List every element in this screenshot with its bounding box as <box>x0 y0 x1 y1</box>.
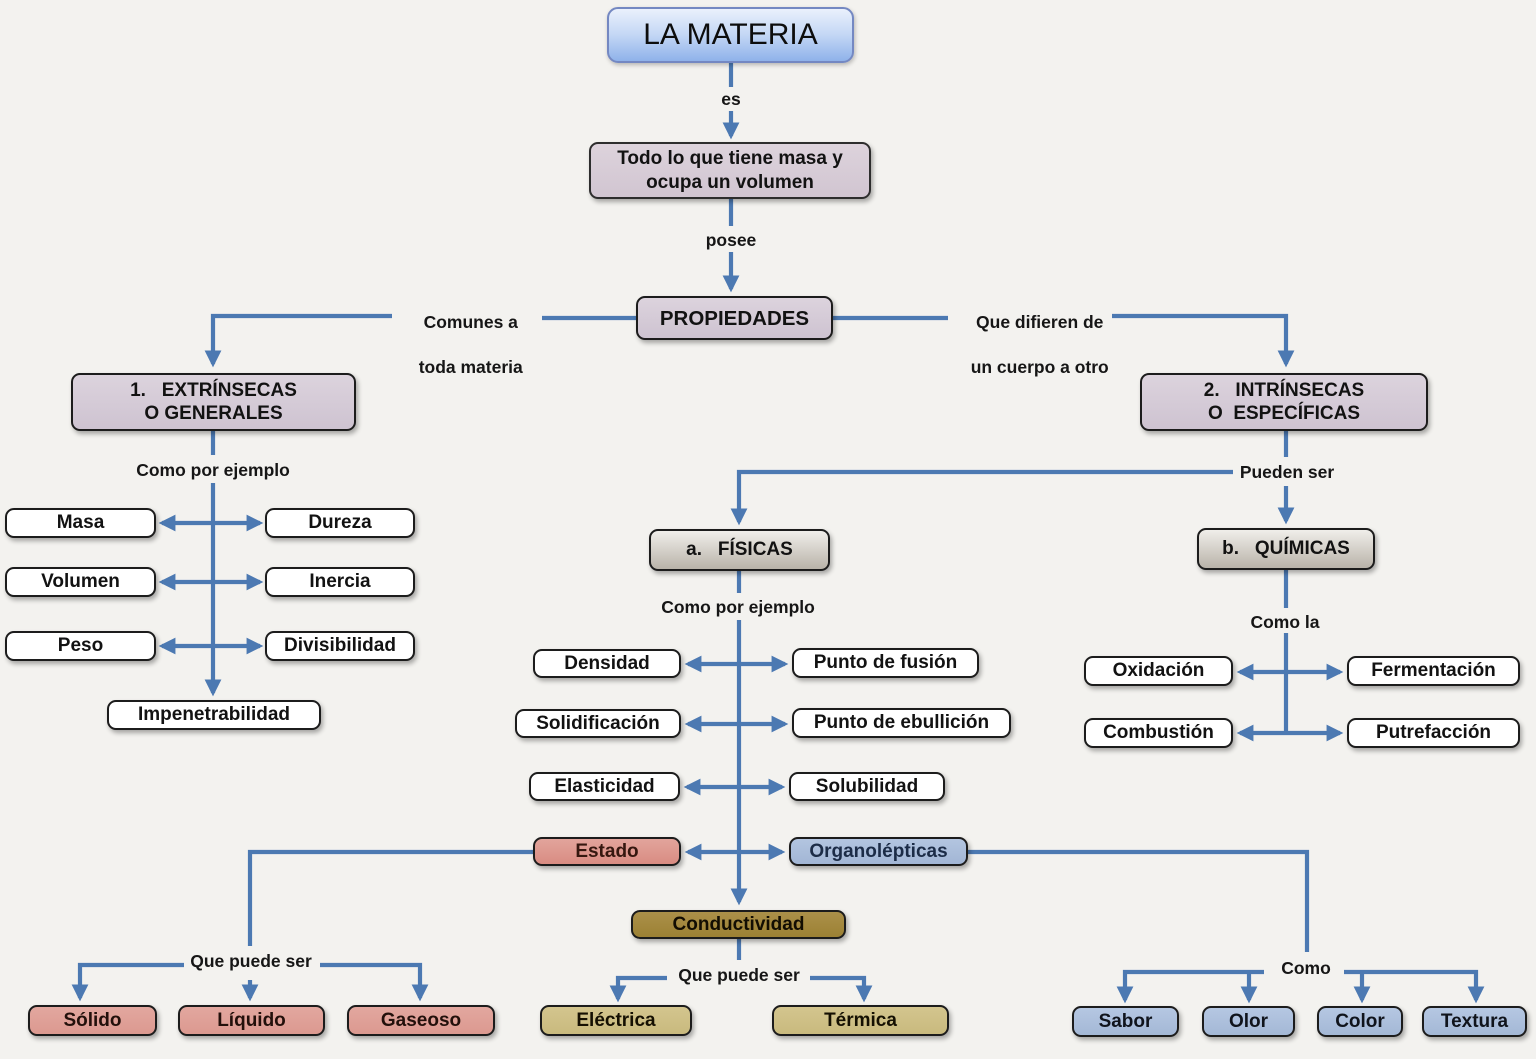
edge-label-que-puede-ser-estado: Que puede ser <box>190 951 312 971</box>
node-putrefaccion: Putrefacción <box>1347 718 1520 748</box>
edge-como-sabor <box>1116 969 1264 1004</box>
node-punto-fusion: Punto de fusión <box>792 648 979 678</box>
node-solidificacion: Solidificación <box>515 709 681 738</box>
edge-label-pueden-ser: Pueden ser <box>1239 462 1335 482</box>
node-color: Color <box>1317 1006 1403 1037</box>
node-elasticidad: Elasticidad <box>529 772 680 801</box>
node-punto-ebullicion: Punto de ebullición <box>792 708 1011 738</box>
node-gaseoso: Gaseoso <box>347 1005 495 1036</box>
definicion-line2: ocupa un volumen <box>646 171 814 193</box>
node-masa: Masa <box>5 508 156 538</box>
edge-label-comunes: Comunes a toda materia <box>386 289 536 401</box>
extrinsecas-line2: O GENERALES <box>144 403 283 424</box>
node-extrinsecas: 1. EXTRÍNSECAS O GENERALES <box>71 373 356 431</box>
node-propiedades: PROPIEDADES <box>636 296 833 340</box>
connectors <box>71 63 1485 1004</box>
edge-label-es: es <box>721 89 741 109</box>
node-quimicas: b. QUÍMICAS <box>1197 528 1375 570</box>
node-electrica: Eléctrica <box>540 1005 692 1036</box>
node-estado: Estado <box>533 837 681 866</box>
intrinsecas-line1: 2. INTRÍNSECAS <box>1203 379 1365 401</box>
node-definicion: Todo lo que tiene masa y ocupa un volume… <box>589 142 871 199</box>
edge-label-como-por-ejemplo-izquierda: Como por ejemplo <box>136 460 290 480</box>
edge-quepuedeser-solido <box>71 962 184 1002</box>
edge-organolepticas-como <box>968 849 1310 952</box>
extrinsecas-line1: 1. EXTRÍNSECAS <box>130 379 297 401</box>
node-olor: Olor <box>1202 1006 1295 1037</box>
node-termica: Térmica <box>772 1005 949 1036</box>
node-inercia: Inercia <box>265 567 415 597</box>
node-volumen: Volumen <box>5 567 156 597</box>
intrinsecas-line2: O ESPECÍFICAS <box>1207 403 1361 424</box>
edge-label-como: Como <box>1281 958 1331 978</box>
difieren-line2: un cuerpo a otro <box>970 357 1109 378</box>
comunes-line2: toda materia <box>418 357 523 378</box>
node-conductividad: Conductividad <box>631 910 846 939</box>
edge-puedenser-fisicas <box>730 469 1233 526</box>
node-textura: Textura <box>1422 1006 1527 1037</box>
edge-label-posee: posee <box>705 230 757 250</box>
node-densidad: Densidad <box>533 649 681 678</box>
edge-como-textura <box>1344 969 1485 1004</box>
node-sabor: Sabor <box>1072 1006 1179 1037</box>
node-organolepticas: Organolépticas <box>789 837 968 866</box>
node-peso: Peso <box>5 631 156 661</box>
edge-quepuedeser-termica <box>810 975 873 1003</box>
edge-comunes-extrinsecas <box>204 313 392 368</box>
node-fisicas: a. FÍSICAS <box>649 529 830 571</box>
edge-label-difieren: Que difieren de un cuerpo a otro <box>950 289 1110 401</box>
node-intrinsecas: 2. INTRÍNSECAS O ESPECÍFICAS <box>1140 373 1428 431</box>
node-impenetrabilidad: Impenetrabilidad <box>107 700 321 730</box>
edge-quepuedeser-electrica <box>609 975 667 1003</box>
node-oxidacion: Oxidación <box>1084 656 1233 686</box>
node-fermentacion: Fermentación <box>1347 656 1520 686</box>
node-solido: Sólido <box>28 1005 157 1036</box>
node-divisibilidad: Divisibilidad <box>265 631 415 661</box>
comunes-line1: Comunes a <box>423 312 518 333</box>
edge-difieren-intrinsecas <box>1112 313 1295 368</box>
node-solubilidad: Solubilidad <box>789 772 945 801</box>
edge-label-como-por-ejemplo-centro: Como por ejemplo <box>661 597 815 617</box>
edge-quepuedeser-gaseoso <box>320 962 429 1002</box>
node-liquido: Líquido <box>178 1005 325 1036</box>
node-combustion: Combustión <box>1084 718 1233 748</box>
edge-label-que-puede-ser-conductividad: Que puede ser <box>678 965 800 985</box>
node-la-materia: LA MATERIA <box>607 7 854 63</box>
edge-label-como-la: Como la <box>1250 612 1320 632</box>
difieren-line1: Que difieren de <box>976 312 1104 333</box>
node-dureza: Dureza <box>265 508 415 538</box>
definicion-line1: Todo lo que tiene masa y <box>617 148 843 170</box>
edge-estado-quepuedeser <box>247 849 533 946</box>
